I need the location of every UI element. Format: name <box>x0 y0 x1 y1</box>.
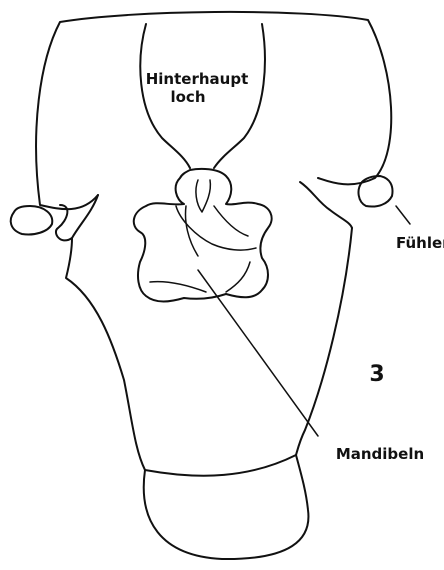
label-fuehler: Fühler <box>396 234 444 252</box>
left-antenna-stub <box>11 206 53 235</box>
mandible-inner-line-4 <box>186 206 249 256</box>
fuehler-leader-line <box>396 206 410 224</box>
right-antenna-stub <box>359 176 393 207</box>
label-hinterhaupt-line2: loch <box>170 88 205 106</box>
head-capsule-outline <box>36 12 391 209</box>
label-mandibeln: Mandibeln <box>336 445 424 463</box>
right-cheek-outline <box>296 228 352 455</box>
figure-number: 3 <box>369 362 384 387</box>
mandible-inner-line-1 <box>196 180 210 212</box>
neck-segment-outline <box>145 455 296 476</box>
label-hinterhaupt-line1: Hinterhaupt <box>146 70 249 88</box>
right-antenna-socket <box>300 182 352 228</box>
mandible-inner-line-3 <box>150 262 250 292</box>
mandible-inner-line-2 <box>176 206 256 250</box>
